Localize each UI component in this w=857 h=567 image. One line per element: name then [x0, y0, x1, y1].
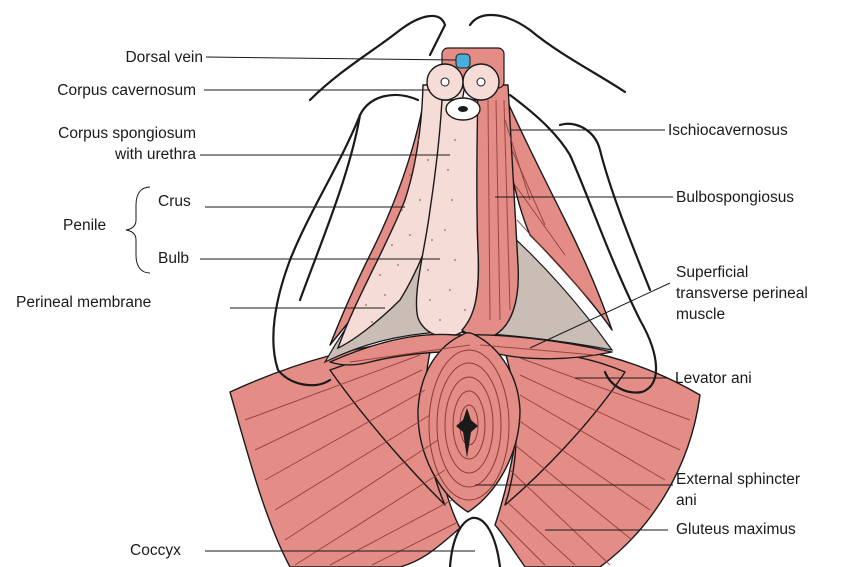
label-superficial-line2: transverse perineal	[676, 285, 808, 302]
label-external-sphincter-line1: External sphincter	[676, 471, 800, 488]
label-dorsal-vein: Dorsal vein	[125, 49, 203, 66]
label-bulbospongiosus: Bulbospongiosus	[676, 189, 794, 206]
label-perineal-membrane: Perineal membrane	[16, 294, 151, 311]
label-bulb: Bulb	[158, 250, 189, 267]
label-gluteus-maximus: Gluteus maximus	[676, 521, 796, 538]
label-penile: Penile	[63, 217, 106, 234]
dorsal-vein-marker	[456, 54, 470, 68]
label-superficial-line3: muscle	[676, 306, 725, 323]
label-corpus-spongiosum-line2: with urethra	[114, 146, 196, 163]
penile-brace	[126, 187, 150, 273]
label-coccyx: Coccyx	[130, 542, 181, 559]
label-ischiocavernosus: Ischiocavernosus	[668, 122, 788, 139]
label-crus: Crus	[158, 193, 191, 210]
label-superficial-line1: Superficial	[676, 264, 748, 281]
label-corpus-spongiosum-line1: Corpus spongiosum	[58, 125, 196, 142]
label-external-sphincter-line2: ani	[676, 492, 697, 509]
label-corpus-cavernosum: Corpus cavernosum	[57, 82, 196, 99]
label-levator-ani: Levator ani	[675, 370, 752, 387]
